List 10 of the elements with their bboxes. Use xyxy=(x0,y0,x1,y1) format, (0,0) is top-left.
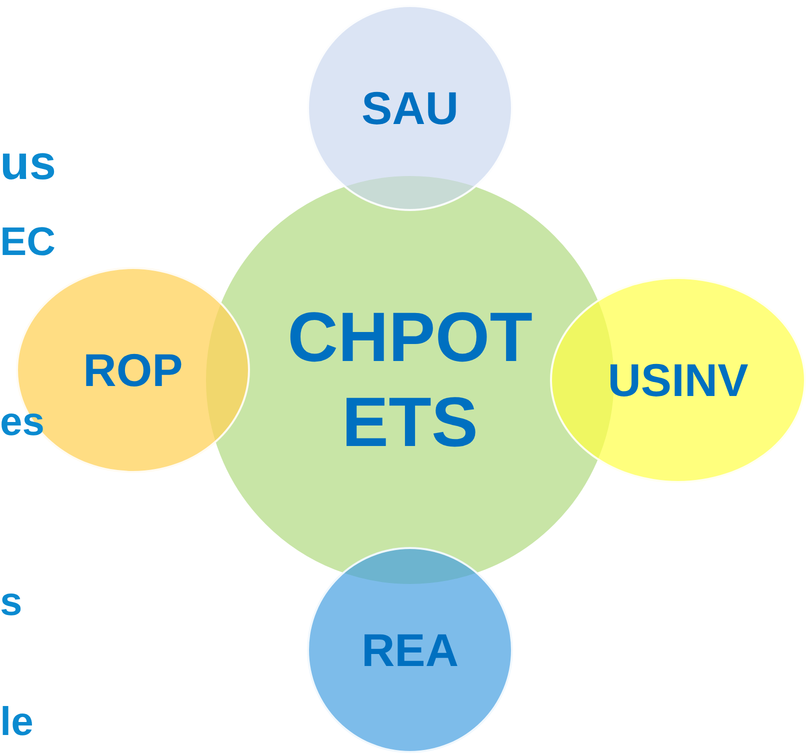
text-fragment: EC xyxy=(0,222,56,262)
node-label: ROP xyxy=(83,342,183,398)
node-label: USINV xyxy=(608,352,748,408)
node-label: REA xyxy=(361,622,459,678)
node-label: CHPOT ETS xyxy=(286,296,534,463)
text-fragment: us xyxy=(0,140,56,188)
text-fragment: s xyxy=(0,582,22,622)
node-label: SAU xyxy=(361,80,459,136)
text-fragment: le xyxy=(0,702,34,742)
text-fragment: es xyxy=(0,402,44,442)
